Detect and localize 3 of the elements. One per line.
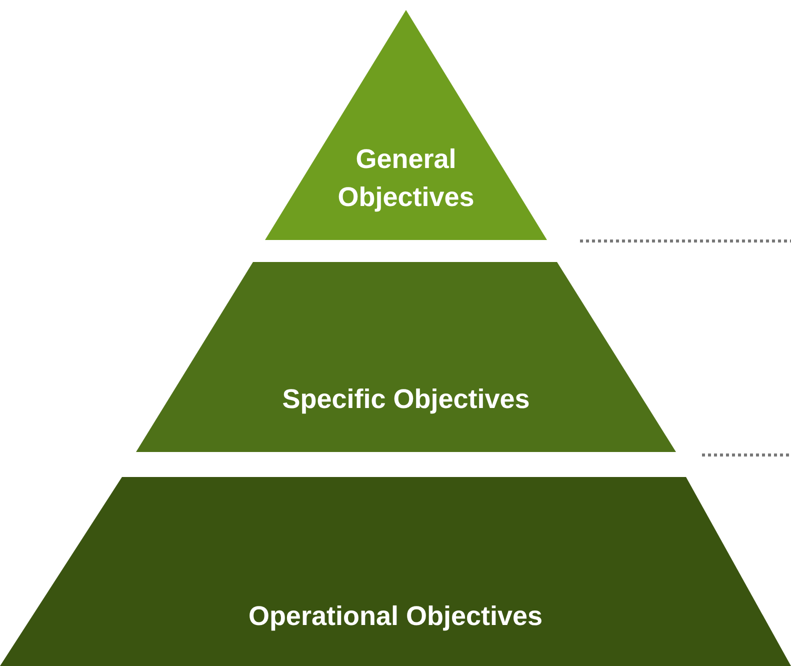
tier-label: General Objectives [336, 143, 476, 214]
tier-label: Specific Objectives [281, 383, 531, 416]
tier-label: Operational Objectives [247, 600, 544, 633]
